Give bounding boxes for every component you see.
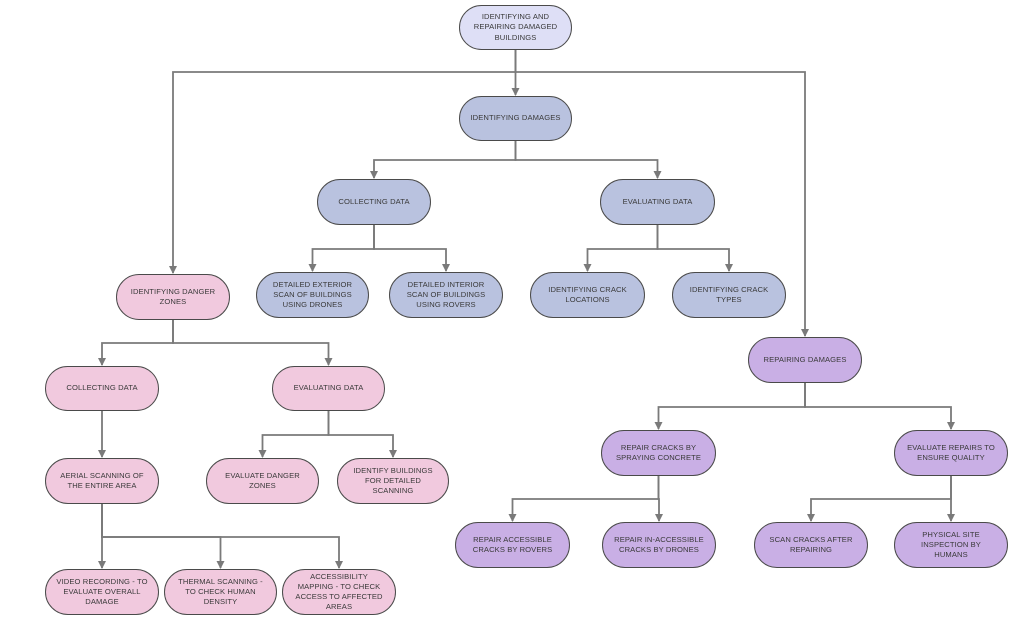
node-label: VIDEO RECORDING - TO EVALUATE OVERALL DA… <box>56 576 148 607</box>
node-video-recording[interactable]: VIDEO RECORDING - TO EVALUATE OVERALL DA… <box>45 569 159 615</box>
connector-danger_zones-to-collecting_data_2 <box>98 320 174 366</box>
node-label: IDENTIFYING DAMAGES <box>470 113 561 123</box>
node-collecting-data-1[interactable]: COLLECTING DATA <box>317 179 431 225</box>
connector-evaluate_repairs-to-scan_after <box>807 476 952 522</box>
node-accessibility-mapping[interactable]: ACCESSIBILITY MAPPING - TO CHECK ACCESS … <box>282 569 396 615</box>
node-evaluating-data-1[interactable]: EVALUATING DATA <box>600 179 715 225</box>
connector-identifying_damages-to-collecting_data_1 <box>370 141 517 179</box>
node-label: EVALUATING DATA <box>622 196 693 206</box>
node-crack-types[interactable]: IDENTIFYING CRACK TYPES <box>672 272 786 318</box>
node-label: SCAN CRACKS AFTER REPAIRING <box>769 534 853 554</box>
connector-identifying_damages-to-evaluating_data_1 <box>514 141 662 179</box>
node-aerial-scanning[interactable]: AERIAL SCANNING OF THE ENTIRE AREA <box>45 458 159 504</box>
node-crack-locations[interactable]: IDENTIFYING CRACK LOCATIONS <box>530 272 645 318</box>
node-label: REPAIRING DAMAGES <box>763 354 847 364</box>
connector-evaluating_data_1-to-crack_types <box>656 225 733 272</box>
connector-root-to-danger_zones <box>169 50 517 274</box>
connector-evaluating_data_2-to-evaluate_danger_zones <box>258 411 330 458</box>
node-label: REPAIR ACCESSIBLE CRACKS BY ROVERS <box>472 534 553 554</box>
connector-root-to-repairing_damages <box>514 50 809 337</box>
node-repair-cracks[interactable]: REPAIR CRACKS BY SPRAYING CONCRETE <box>601 430 716 476</box>
connector-repair_cracks-to-repair_inaccessible <box>655 476 663 522</box>
node-collecting-data-2[interactable]: COLLECTING DATA <box>45 366 159 411</box>
connector-collecting_data_1-to-exterior_scan <box>308 225 375 272</box>
node-label: AERIAL SCANNING OF THE ENTIRE AREA <box>60 470 144 490</box>
node-evaluate-repairs[interactable]: EVALUATE REPAIRS TO ENSURE QUALITY <box>894 430 1008 476</box>
node-thermal-scanning[interactable]: THERMAL SCANNING - TO CHECK HUMAN DENSIT… <box>164 569 277 615</box>
node-label: DETAILED EXTERIOR SCAN OF BUILDINGS USIN… <box>272 279 353 310</box>
node-label: THERMAL SCANNING - TO CHECK HUMAN DENSIT… <box>178 576 263 607</box>
node-exterior-scan[interactable]: DETAILED EXTERIOR SCAN OF BUILDINGS USIN… <box>256 272 369 318</box>
connector-aerial_scanning-to-thermal_scanning <box>101 504 225 569</box>
node-scan-after[interactable]: SCAN CRACKS AFTER REPAIRING <box>754 522 868 568</box>
connector-evaluating_data_1-to-crack_locations <box>583 225 659 272</box>
node-label: ACCESSIBILITY MAPPING - TO CHECK ACCESS … <box>295 571 383 612</box>
node-label: EVALUATING DATA <box>293 383 364 393</box>
node-evaluate-danger-zones[interactable]: EVALUATE DANGER ZONES <box>206 458 319 504</box>
node-identify-buildings[interactable]: IDENTIFY BUILDINGS FOR DETAILED SCANNING <box>337 458 449 504</box>
node-label: IDENTIFYING CRACK TYPES <box>689 284 769 304</box>
node-physical-inspection[interactable]: PHYSICAL SITE INSPECTION BY HUMANS <box>894 522 1008 568</box>
node-label: COLLECTING DATA <box>338 196 410 206</box>
connector-repair_cracks-to-repair_accessible <box>508 476 660 522</box>
node-repair-inaccessible[interactable]: REPAIR IN-ACCESSIBLE CRACKS BY DRONES <box>602 522 716 568</box>
node-label: REPAIR CRACKS BY SPRAYING CONCRETE <box>615 442 702 462</box>
node-repair-accessible[interactable]: REPAIR ACCESSIBLE CRACKS BY ROVERS <box>455 522 570 568</box>
connector-repairing_damages-to-repair_cracks <box>654 383 806 430</box>
connector-aerial_scanning-to-accessibility_mapping <box>101 504 343 569</box>
node-label: IDENTIFYING AND REPAIRING DAMAGED BUILDI… <box>473 12 558 42</box>
node-label: IDENTIFYING CRACK LOCATIONS <box>548 284 627 304</box>
node-identifying-damages[interactable]: IDENTIFYING DAMAGES <box>459 96 572 141</box>
node-label: EVALUATE REPAIRS TO ENSURE QUALITY <box>907 442 995 462</box>
node-label: DETAILED INTERIOR SCAN OF BUILDINGS USIN… <box>406 279 486 310</box>
connector-collecting_data_1-to-interior_scan <box>373 225 450 272</box>
node-root[interactable]: IDENTIFYING AND REPAIRING DAMAGED BUILDI… <box>459 5 572 50</box>
node-interior-scan[interactable]: DETAILED INTERIOR SCAN OF BUILDINGS USIN… <box>389 272 503 318</box>
node-label: PHYSICAL SITE INSPECTION BY HUMANS <box>921 529 981 560</box>
node-label: REPAIR IN-ACCESSIBLE CRACKS BY DRONES <box>614 534 704 554</box>
node-label: COLLECTING DATA <box>66 383 138 393</box>
node-label: IDENTIFYING DANGER ZONES <box>130 286 216 306</box>
connector-evaluating_data_2-to-identify_buildings <box>327 411 397 458</box>
node-label: IDENTIFY BUILDINGS FOR DETAILED SCANNING <box>353 465 433 496</box>
node-repairing-damages[interactable]: REPAIRING DAMAGES <box>748 337 862 383</box>
node-label: EVALUATE DANGER ZONES <box>225 470 300 490</box>
connector-danger_zones-to-evaluating_data_2 <box>172 320 333 366</box>
node-danger-zones[interactable]: IDENTIFYING DANGER ZONES <box>116 274 230 320</box>
connector-repairing_damages-to-evaluate_repairs <box>804 383 955 430</box>
node-evaluating-data-2[interactable]: EVALUATING DATA <box>272 366 385 411</box>
